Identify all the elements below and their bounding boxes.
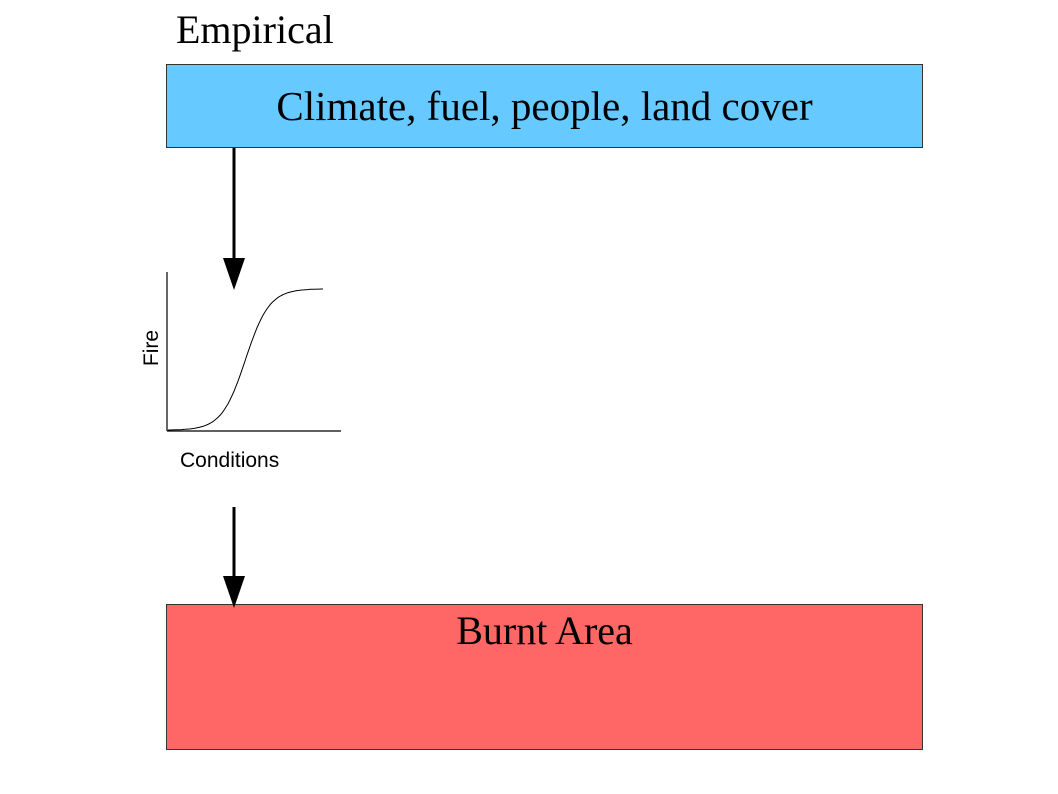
curve-y-axis-label: Fire bbox=[140, 329, 163, 367]
input-drivers-label: Climate, fuel, people, land cover bbox=[276, 83, 813, 129]
diagram-heading: Empirical bbox=[176, 7, 334, 52]
arrow-curve-to-output-head bbox=[223, 576, 245, 608]
curve-x-axis-label: Conditions bbox=[180, 449, 280, 472]
burnt-area-label: Burnt Area bbox=[456, 608, 633, 653]
burnt-area-box: Burnt Area bbox=[166, 604, 923, 750]
arrow-inputs-to-curve-head bbox=[223, 258, 245, 290]
input-drivers-box: Climate, fuel, people, land cover bbox=[166, 64, 923, 148]
sigmoid-curve bbox=[168, 288, 323, 431]
